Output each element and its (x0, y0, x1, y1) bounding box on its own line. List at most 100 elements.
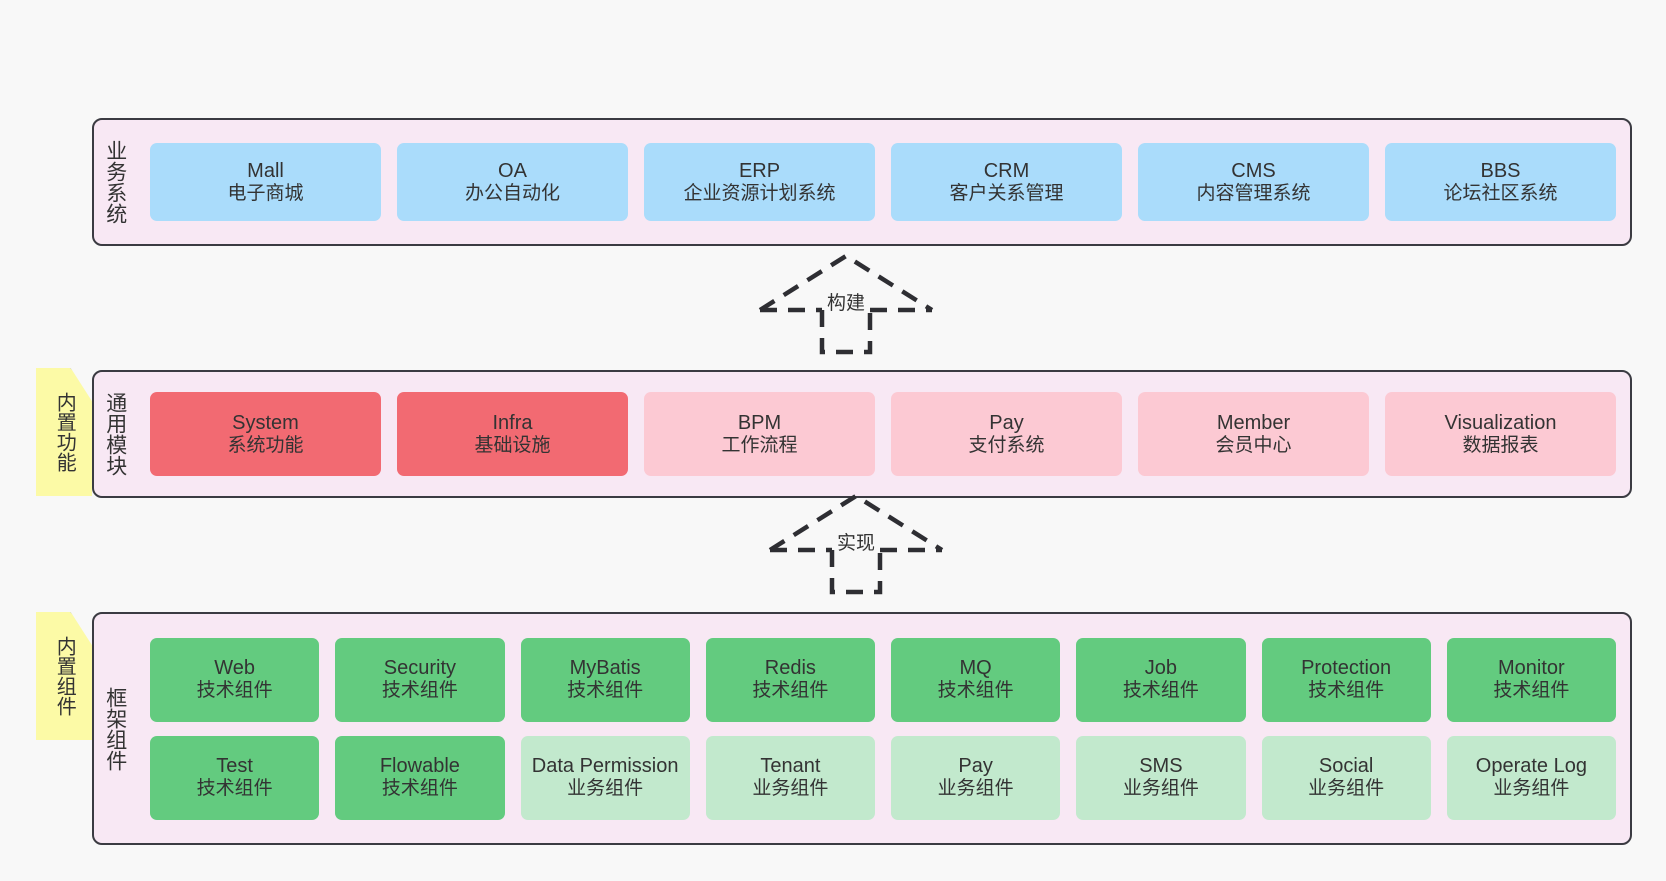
layer-common-modules: 通用模块 System 系统功能 Infra 基础设施 BPM 工作流程 Pay… (92, 370, 1632, 498)
card-title: Infra (492, 411, 533, 434)
card-subtitle: 数据报表 (1462, 434, 1539, 456)
card-row: System 系统功能 Infra 基础设施 BPM 工作流程 Pay 支付系统… (150, 392, 1616, 476)
card-test[interactable]: Test 技术组件 (150, 735, 320, 820)
layer-title-framework: 框架组件 (103, 686, 127, 771)
layer-framework-components: 框架组件 Web 技术组件 Security 技术组件 MyBatis 技术组件… (92, 612, 1632, 845)
card-row: Web 技术组件 Security 技术组件 MyBatis 技术组件 Redi… (150, 637, 1616, 722)
card-data-permission[interactable]: Data Permission 业务组件 (520, 735, 690, 820)
card-visualization[interactable]: Visualization 数据报表 (1385, 392, 1616, 476)
layer-title-modules: 通用模块 (103, 392, 127, 476)
card-sms[interactable]: SMS 业务组件 (1076, 735, 1246, 820)
card-member[interactable]: Member 会员中心 (1138, 392, 1369, 476)
card-title: System (232, 411, 299, 434)
card-redis[interactable]: Redis 技术组件 (705, 637, 875, 722)
card-subtitle: 技术组件 (937, 680, 1014, 702)
card-job[interactable]: Job 技术组件 (1076, 637, 1246, 722)
sticky-note-builtin-features: 内置功能 (36, 368, 92, 496)
card-subtitle: 技术组件 (1493, 680, 1570, 702)
card-subtitle: 业务组件 (937, 778, 1014, 800)
card-title: Pay (989, 411, 1024, 434)
card-web[interactable]: Web 技术组件 (150, 637, 320, 722)
sticky-note-label: 内置功能 (53, 392, 76, 472)
card-subtitle: 技术组件 (381, 778, 458, 800)
card-title: Social (1318, 755, 1374, 778)
card-subtitle: 技术组件 (196, 680, 273, 702)
card-security[interactable]: Security 技术组件 (335, 637, 505, 722)
card-crm[interactable]: CRM 客户关系管理 (891, 143, 1122, 221)
card-subtitle: 工作流程 (721, 434, 798, 456)
card-title: Web (214, 657, 255, 680)
card-subtitle: 论坛社区系统 (1443, 182, 1558, 204)
card-pay-module[interactable]: Pay 支付系统 (891, 392, 1122, 476)
card-title: Mall (247, 159, 284, 182)
card-title: Test (216, 755, 253, 778)
card-subtitle: 客户关系管理 (949, 182, 1064, 204)
card-title: MyBatis (569, 657, 641, 680)
card-title: BBS (1480, 159, 1521, 182)
card-title: Visualization (1444, 411, 1557, 434)
card-title: OA (498, 159, 527, 182)
card-mall[interactable]: Mall 电子商城 (150, 143, 381, 221)
card-title: Operate Log (1475, 755, 1587, 778)
card-subtitle: 技术组件 (752, 680, 829, 702)
layer-business-systems: 业务系统 Mall 电子商城 OA 办公自动化 ERP 企业资源计划系统 CRM… (92, 118, 1632, 246)
card-subtitle: 内容管理系统 (1196, 182, 1311, 204)
card-subtitle: 支付系统 (968, 434, 1045, 456)
layer-body-framework: Web 技术组件 Security 技术组件 MyBatis 技术组件 Redi… (136, 614, 1630, 843)
card-title: BPM (737, 411, 782, 434)
card-title: CRM (983, 159, 1030, 182)
card-title: Protection (1301, 657, 1392, 680)
card-infra[interactable]: Infra 基础设施 (397, 392, 628, 476)
card-bpm[interactable]: BPM 工作流程 (644, 392, 875, 476)
card-monitor[interactable]: Monitor 技术组件 (1446, 637, 1616, 722)
card-title: Job (1144, 657, 1177, 680)
card-row: Mall 电子商城 OA 办公自动化 ERP 企业资源计划系统 CRM 客户关系… (150, 143, 1616, 221)
card-title: Flowable (379, 755, 460, 778)
card-protection[interactable]: Protection 技术组件 (1261, 637, 1431, 722)
note-fold-corner-icon (70, 368, 92, 390)
card-title: Member (1216, 411, 1291, 434)
generalization-arrow-implement: 实现 (768, 492, 944, 595)
note-fold-corner-icon (70, 612, 92, 634)
card-flowable[interactable]: Flowable 技术组件 (335, 735, 505, 820)
card-erp[interactable]: ERP 企业资源计划系统 (644, 143, 875, 221)
card-subtitle: 系统功能 (227, 434, 304, 456)
card-social[interactable]: Social 业务组件 (1261, 735, 1431, 820)
layer-title-business: 业务系统 (103, 140, 127, 224)
card-subtitle: 技术组件 (1308, 680, 1385, 702)
card-pay-component[interactable]: Pay 业务组件 (891, 735, 1061, 820)
card-title: Pay (958, 755, 993, 778)
layer-body-modules: System 系统功能 Infra 基础设施 BPM 工作流程 Pay 支付系统… (136, 372, 1630, 496)
card-subtitle: 技术组件 (381, 680, 458, 702)
card-subtitle: 技术组件 (196, 778, 273, 800)
generalization-arrow-build: 构建 (758, 252, 934, 355)
card-title: ERP (738, 159, 781, 182)
card-title: Data Permission (531, 755, 679, 778)
card-mybatis[interactable]: MyBatis 技术组件 (520, 637, 690, 722)
card-operate-log[interactable]: Operate Log 业务组件 (1446, 735, 1616, 820)
card-subtitle: 办公自动化 (464, 182, 560, 204)
sticky-note-builtin-components: 内置组件 (36, 612, 92, 740)
card-subtitle: 业务组件 (1122, 778, 1199, 800)
card-title: MQ (959, 657, 992, 680)
card-bbs[interactable]: BBS 论坛社区系统 (1385, 143, 1616, 221)
card-oa[interactable]: OA 办公自动化 (397, 143, 628, 221)
card-subtitle: 技术组件 (567, 680, 644, 702)
card-cms[interactable]: CMS 内容管理系统 (1138, 143, 1369, 221)
card-subtitle: 电子商城 (227, 182, 304, 204)
card-title: Redis (764, 657, 816, 680)
card-system[interactable]: System 系统功能 (150, 392, 381, 476)
dashed-hollow-arrow-icon (758, 253, 934, 355)
card-mq[interactable]: MQ 技术组件 (891, 637, 1061, 722)
card-tenant[interactable]: Tenant 业务组件 (705, 735, 875, 820)
card-subtitle: 企业资源计划系统 (683, 182, 836, 204)
card-subtitle: 基础设施 (474, 434, 551, 456)
dashed-hollow-arrow-icon (768, 493, 944, 595)
card-title: Monitor (1498, 657, 1565, 680)
card-subtitle: 业务组件 (1493, 778, 1570, 800)
card-title: SMS (1139, 755, 1183, 778)
sticky-note-label: 内置组件 (53, 636, 76, 716)
card-title: Security (383, 657, 456, 680)
card-row: Test 技术组件 Flowable 技术组件 Data Permission … (150, 735, 1616, 820)
